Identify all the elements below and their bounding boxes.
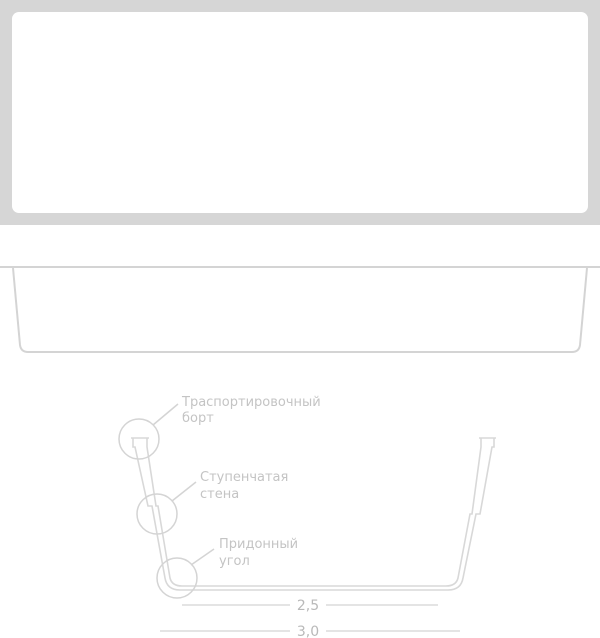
callout-wall-label-2: стена bbox=[200, 487, 239, 502]
callout-labels: Траспортировочный борт Ступенчатая стена… bbox=[181, 395, 321, 569]
dimension-top-value: 3,0 bbox=[297, 624, 319, 638]
dimension-top: 3,0 bbox=[160, 624, 460, 638]
leader-wall bbox=[171, 481, 197, 502]
top-view-basin bbox=[12, 12, 588, 213]
cross-section bbox=[131, 437, 496, 591]
section-left-wall-outer bbox=[132, 438, 181, 591]
section-right-wall-inner bbox=[445, 438, 482, 587]
callout-rim-label-2: борт bbox=[182, 411, 214, 426]
callout-circle-rim bbox=[118, 418, 160, 460]
leader-rim bbox=[152, 403, 179, 426]
top-view bbox=[0, 0, 600, 225]
dimension-bottom: 2,5 bbox=[182, 598, 438, 614]
callout-corner-label-1: Придонный bbox=[219, 537, 298, 552]
section-right-wall-outer bbox=[447, 438, 495, 591]
side-view bbox=[0, 266, 600, 353]
section-left-wall-inner bbox=[146, 438, 183, 587]
callout-rim-label-1: Траспортировочный bbox=[181, 395, 321, 410]
callout-circle-corner bbox=[156, 557, 198, 599]
callout-markers bbox=[118, 403, 215, 599]
dimension-bottom-value: 2,5 bbox=[297, 598, 319, 614]
callout-circle-wall bbox=[136, 493, 178, 535]
callout-wall-label-1: Ступенчатая bbox=[200, 470, 288, 485]
leader-corner bbox=[190, 548, 215, 566]
callout-corner-label-2: угол bbox=[219, 554, 250, 569]
side-view-body bbox=[12, 267, 588, 353]
